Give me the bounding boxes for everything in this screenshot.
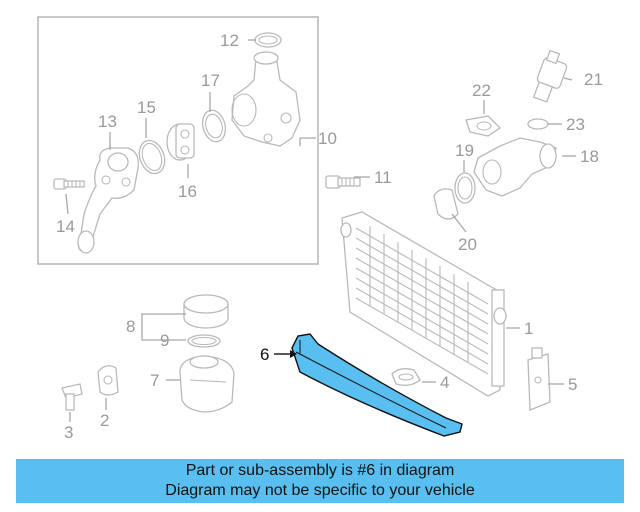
banner-line-2: Diagram may not be specific to your vehi… <box>165 482 475 499</box>
part-14-bolt[interactable] <box>53 178 85 190</box>
callout-6-arrow <box>274 350 297 358</box>
leader-lines <box>65 39 576 422</box>
part-5-bracket[interactable] <box>527 347 551 411</box>
callout-11: 11 <box>374 168 392 187</box>
part-3-bolt[interactable] <box>61 383 83 411</box>
part-22-gasket[interactable] <box>465 115 502 137</box>
callout-6: 6 <box>260 345 269 364</box>
part-9-seal[interactable] <box>187 334 221 348</box>
callout-1: 1 <box>524 319 533 338</box>
callout-19: 19 <box>455 141 474 160</box>
part-17-gasket[interactable] <box>199 108 229 145</box>
callout-21: 21 <box>584 70 603 89</box>
callout-20: 20 <box>458 235 477 254</box>
callout-5: 5 <box>568 375 577 394</box>
part-23-o-ring[interactable] <box>527 118 549 130</box>
part-16-thermostat[interactable] <box>166 123 195 161</box>
part-7-reservoir[interactable] <box>179 355 235 413</box>
callout-3: 3 <box>64 423 73 442</box>
part-19-o-ring[interactable] <box>454 172 476 204</box>
callout-18: 18 <box>580 147 599 166</box>
callout-23: 23 <box>566 115 585 134</box>
parts-diagram: 12 17 15 13 10 16 14 11 22 21 23 18 19 2… <box>37 16 603 442</box>
info-banner: Part or sub-assembly is #6 in diagram Di… <box>16 459 624 503</box>
part-8-expansion-cap[interactable] <box>183 294 229 329</box>
callout-10: 10 <box>318 129 337 148</box>
part-15-o-ring[interactable] <box>135 137 169 177</box>
part-6-air-duct-highlighted[interactable] <box>291 333 463 437</box>
part-13-outlet-pipe[interactable] <box>77 147 139 254</box>
callout-8: 8 <box>126 317 135 336</box>
callout-14: 14 <box>56 217 75 236</box>
callout-7: 7 <box>150 371 159 390</box>
callout-9: 9 <box>160 331 169 350</box>
banner-line-1: Part or sub-assembly is #6 in diagram <box>185 462 455 479</box>
part-1-radiator[interactable] <box>340 211 507 397</box>
callout-17: 17 <box>201 71 220 90</box>
callout-2: 2 <box>100 411 109 430</box>
thermostat-group-box <box>37 16 319 265</box>
part-4-grommet[interactable] <box>391 368 421 386</box>
part-2-mount[interactable] <box>97 365 119 396</box>
callout-15: 15 <box>137 98 156 117</box>
part-21-temp-sensor[interactable] <box>532 49 568 103</box>
part-11-bolt[interactable] <box>325 175 361 189</box>
part-18-coolant-flange[interactable] <box>473 137 557 197</box>
part-20-clip[interactable] <box>433 188 459 220</box>
callout-22: 22 <box>472 81 491 100</box>
callout-4: 4 <box>440 373 449 392</box>
thermostat-housing <box>231 51 301 147</box>
callout-13: 13 <box>98 112 117 131</box>
callout-12: 12 <box>220 31 239 50</box>
callout-16: 16 <box>178 182 197 201</box>
part-12-o-ring[interactable] <box>254 32 282 48</box>
